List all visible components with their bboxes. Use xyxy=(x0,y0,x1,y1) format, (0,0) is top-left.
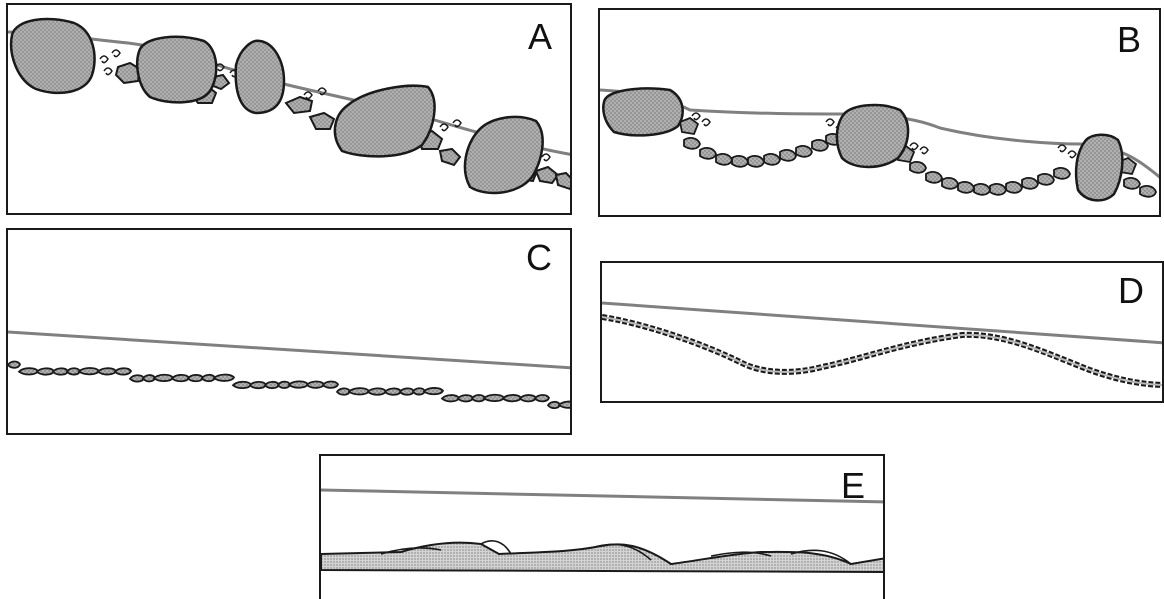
cobble xyxy=(8,361,20,367)
panel-c-drawing xyxy=(8,230,572,435)
panel-a-label: A xyxy=(528,19,552,55)
panel-a-drawing xyxy=(8,5,572,215)
cobble xyxy=(188,375,203,381)
cobble xyxy=(250,382,266,388)
cobble-bed xyxy=(8,361,572,408)
cobble xyxy=(79,368,99,374)
panel-a-step-pool: A xyxy=(6,3,572,215)
panel-e-dune-ripple: E xyxy=(319,454,885,599)
panel-d-drawing xyxy=(602,263,1164,403)
cobble xyxy=(503,395,521,401)
panel-b-drawing xyxy=(600,10,1161,217)
cobble xyxy=(115,368,131,374)
cobble xyxy=(307,381,324,387)
cobble xyxy=(19,368,38,374)
cobble xyxy=(400,388,414,394)
cobble xyxy=(98,368,116,374)
cobble xyxy=(385,388,401,394)
cobble xyxy=(424,388,443,394)
panel-c-plane-bed: C xyxy=(6,228,572,435)
cobble xyxy=(520,395,536,401)
sand-bed xyxy=(321,543,885,572)
panel-b-pool-riffle: B xyxy=(598,8,1161,217)
panel-d-pool-riffle: D xyxy=(600,261,1164,403)
water-surface-line xyxy=(8,332,572,368)
cobble xyxy=(442,395,459,401)
cobble xyxy=(323,382,338,388)
cobble xyxy=(37,368,54,374)
cobble xyxy=(289,381,308,387)
cobble xyxy=(535,395,549,401)
cobble xyxy=(53,368,68,374)
cobble xyxy=(265,382,279,388)
cobble xyxy=(233,382,251,388)
cobble xyxy=(368,388,386,394)
cobble xyxy=(154,375,173,381)
panel-c-label: C xyxy=(526,240,552,276)
panel-d-label: D xyxy=(1118,273,1144,309)
cobble xyxy=(130,375,144,381)
cobble xyxy=(458,395,473,401)
panel-e-drawing xyxy=(321,456,885,599)
panel-b-label: B xyxy=(1117,22,1141,58)
water-surface-line xyxy=(321,490,885,502)
cobble xyxy=(484,395,504,401)
cobble xyxy=(214,375,234,381)
panel-e-label: E xyxy=(841,468,865,504)
cobble xyxy=(559,402,572,408)
cobble xyxy=(349,388,369,394)
cobble xyxy=(172,375,189,381)
boulders xyxy=(11,19,543,193)
